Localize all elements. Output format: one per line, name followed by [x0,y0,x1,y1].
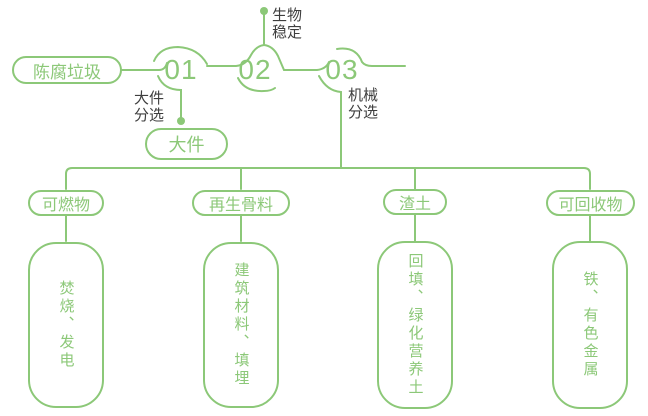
step-02-label-line2: 稳定 [272,23,303,41]
step-03-label-line2: 分选 [348,103,379,121]
category-pill-recyclable: 可回收物 [546,190,635,216]
result-text-combustible: 焚烧、发电 [57,280,76,370]
result-box-slag-soil: 回填、绿化营养土 [377,241,453,409]
step-03-label: 机械 分选 [348,87,378,121]
step-02-label-line1: 生物 [272,6,303,24]
connector-root-to-01 [121,62,168,71]
arc-02-top-right [263,44,285,71]
category-pill-recycled-aggregate: 再生骨料 [192,190,290,216]
step-number-02: 02 [238,54,272,85]
step-number-03: 03 [325,54,359,85]
step-01-label-line2: 分选 [134,106,165,124]
arc-03-top-and-tail [336,47,406,67]
branch-rail [65,167,591,190]
connector-01-to-02 [206,44,265,67]
bulky-endpoint-dot [177,117,185,125]
result-box-recyclable: 铁、有色金属 [552,241,628,409]
step-01-label-line1: 大件 [134,89,165,107]
connector-02-to-03 [283,61,330,71]
bulky-item-pill: 大件 [145,128,228,160]
step-02-label: 生物 稳定 [272,7,302,41]
result-text-recyclable: 铁、有色金属 [581,271,600,379]
result-box-recycled-aggregate: 建筑材料、填埋 [203,242,279,408]
root-pill: 陈腐垃圾 [12,56,122,84]
step-01-label: 大件 分选 [134,90,164,124]
connector-01-to-bulky [157,75,182,119]
step-03-label-line1: 机械 [348,86,379,104]
bio-endpoint-dot [260,7,268,15]
step-number-01: 01 [164,54,198,85]
result-text-slag-soil: 回填、绿化营养土 [406,253,425,397]
arc-01-top [153,45,208,65]
result-text-recycled-aggregate: 建筑材料、填埋 [232,262,251,388]
category-pill-combustible: 可燃物 [28,190,104,216]
connector-03-to-branch [318,75,342,168]
category-pill-slag-soil: 渣土 [383,189,447,215]
arc-02-bottom [237,77,276,93]
result-box-combustible: 焚烧、发电 [28,242,104,408]
